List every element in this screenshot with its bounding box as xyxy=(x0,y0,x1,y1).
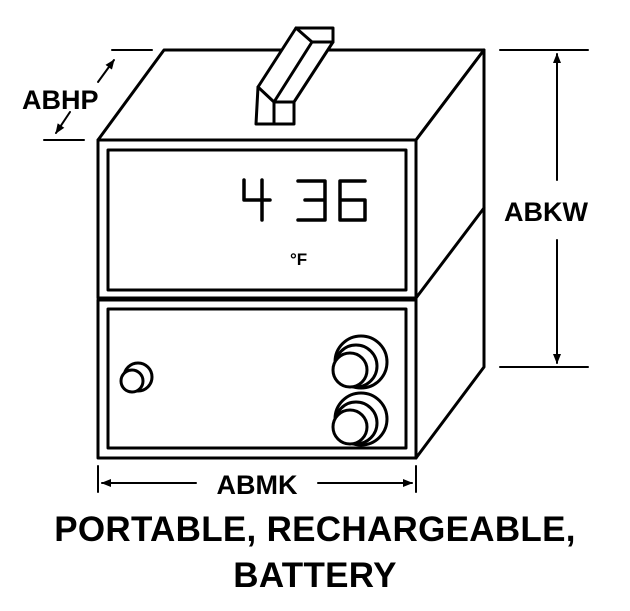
lower-control-knob xyxy=(331,391,389,447)
display-window xyxy=(106,148,408,292)
height-dimension-label: ABKW xyxy=(504,197,588,227)
seven-segment-display xyxy=(242,178,367,222)
display-module xyxy=(96,138,418,300)
upper-control-knob xyxy=(331,334,389,390)
digit-3 xyxy=(296,179,327,222)
indicator-knob xyxy=(119,361,154,394)
caption-line-2: BATTERY xyxy=(233,556,397,595)
digit-6 xyxy=(338,179,367,222)
width-dimension-label: ABMK xyxy=(217,470,298,500)
depth-dimension-label: ABHP xyxy=(22,85,99,115)
caption-line-1: PORTABLE, RECHARGEABLE, xyxy=(54,510,576,549)
control-module xyxy=(96,298,418,460)
digit-4 xyxy=(242,178,272,222)
side-module-seam xyxy=(414,206,486,300)
temperature-unit: °F xyxy=(290,250,307,269)
depth-arrow-upper xyxy=(97,59,115,83)
control-panel xyxy=(106,307,408,450)
depth-arrow-lower xyxy=(55,111,71,134)
handle-grip xyxy=(256,26,335,126)
